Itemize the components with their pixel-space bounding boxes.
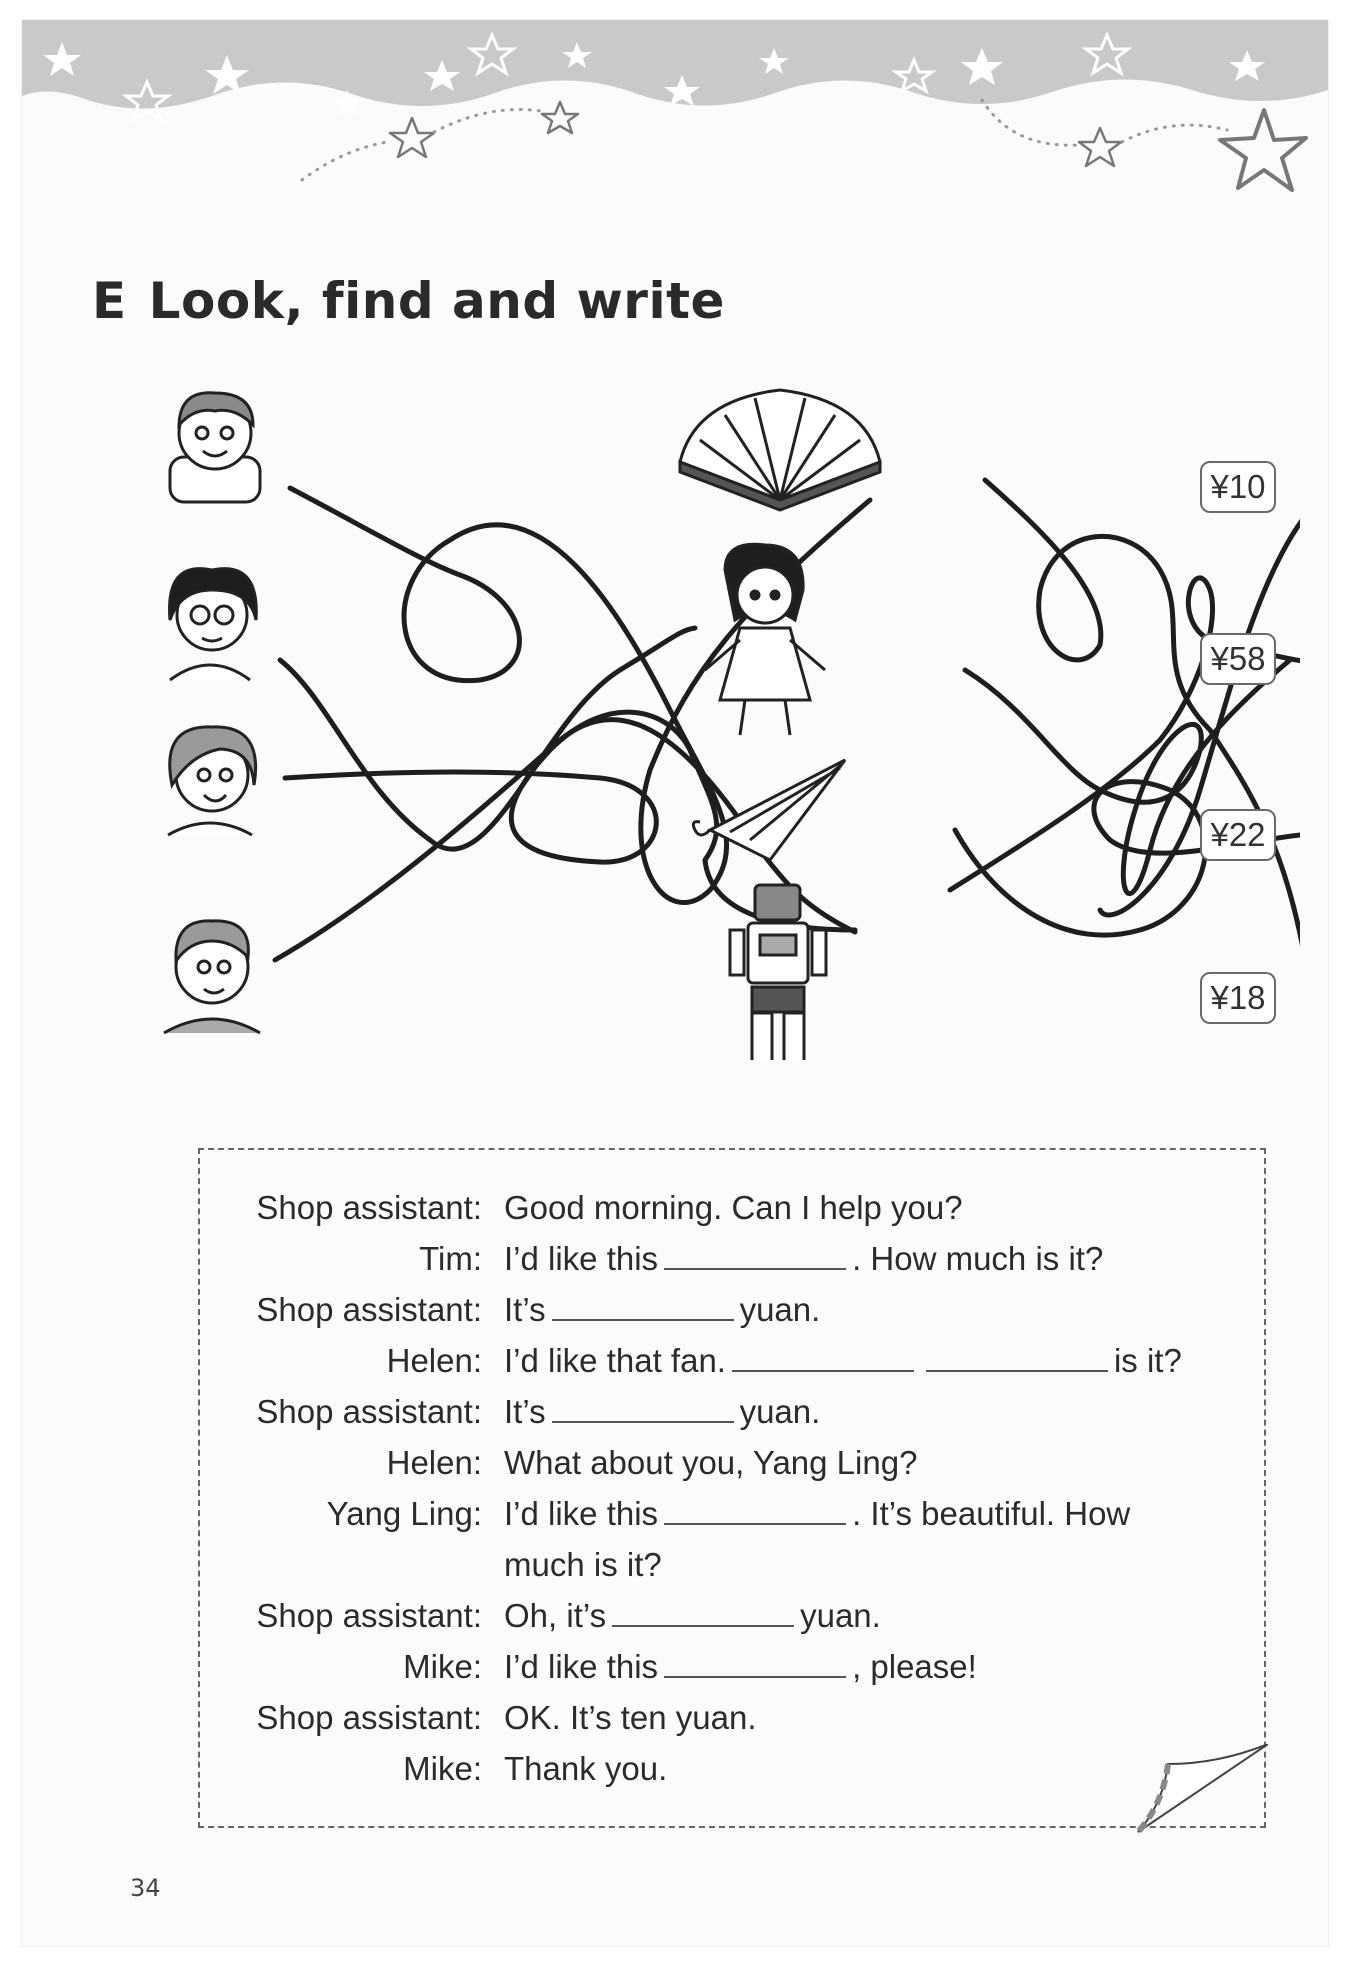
dialog-speaker: Shop assistant:: [256, 1291, 482, 1328]
star-banner: [22, 20, 1328, 192]
dialog-speaker: Tim:: [419, 1240, 482, 1277]
dialog-line: Good morning. Can I help you?: [504, 1182, 1256, 1233]
dialog-text: is it?: [1113, 1342, 1182, 1379]
dialog-text: yuan.: [739, 1291, 821, 1328]
dialog-row: Helen: I’d like that fan. is it?: [226, 1335, 1256, 1386]
dialog-line: I’d like that fan. is it?: [504, 1335, 1256, 1386]
dialog-row: Yang Ling: I’d like this . It’s beautiful.…: [226, 1488, 1256, 1539]
answer-blank[interactable]: [925, 1340, 1108, 1372]
dialog-text: I’d like this: [504, 1648, 659, 1685]
dialog-row: Tim: I’d like this . How much is it?: [226, 1233, 1256, 1284]
dialog-speaker: Yang Ling:: [326, 1495, 482, 1532]
maze-illustration: [163, 388, 1300, 1060]
robot-icon: [728, 883, 828, 1060]
dialog-line: Thank you.: [504, 1743, 1256, 1794]
maze-line-9: [1097, 518, 1300, 918]
dialog-text: yuan.: [739, 1393, 821, 1430]
answer-blank[interactable]: [664, 1493, 847, 1525]
dialog-row: Mike: I’d like this , please!: [226, 1641, 1256, 1692]
dialog-speaker: Helen:: [386, 1444, 482, 1481]
section-letter: E: [92, 272, 127, 330]
dialog-text: I’d like this: [504, 1495, 659, 1532]
dialog-line: much is it?: [504, 1539, 1256, 1590]
section-title-text: Look, find and write: [148, 272, 725, 330]
dialog-text: OK. It’s ten yuan.: [504, 1699, 757, 1736]
dialog-text: . How much is it?: [852, 1240, 1104, 1277]
answer-blank[interactable]: [731, 1340, 914, 1372]
dialog-row: Shop assistant: Good morning. Can I help …: [226, 1182, 1256, 1233]
dialog-box: Shop assistant: Good morning. Can I help …: [198, 1148, 1266, 1828]
dialog-row: Shop assistant: OK. It’s ten yuan.: [226, 1692, 1256, 1743]
answer-blank[interactable]: [664, 1238, 847, 1270]
maze-line-7: [952, 779, 1300, 938]
maze-line-3: [282, 709, 858, 933]
dialog-row: Helen: What about you, Yang Ling?: [226, 1437, 1256, 1488]
dialog-text: It’s: [504, 1291, 546, 1328]
answer-blank[interactable]: [664, 1646, 847, 1678]
dialog-text: , please!: [852, 1648, 977, 1685]
dialog-speaker: Mike:: [403, 1648, 482, 1685]
dialog-speaker: Shop assistant:: [256, 1699, 482, 1736]
dialog-text: I’d like this: [504, 1240, 659, 1277]
price-tag-18: ¥18: [1200, 972, 1276, 1024]
price-tag-10: ¥10: [1200, 461, 1276, 513]
answer-blank[interactable]: [551, 1391, 734, 1423]
dialog-line: It’s yuan.: [504, 1386, 1256, 1437]
dialog-row: Mike: Thank you.: [226, 1743, 1256, 1794]
dialog-row: Shop assistant: It’s yuan.: [226, 1284, 1256, 1335]
answer-blank[interactable]: [551, 1289, 734, 1321]
dialog-line: I’d like this . It’s beautiful. How: [504, 1488, 1256, 1539]
maze-line-4: [272, 717, 858, 963]
dialog-text: much is it?: [504, 1546, 662, 1583]
maze-line-2: [277, 625, 698, 852]
dialog-text: Thank you.: [504, 1750, 668, 1787]
dialog-line: OK. It’s ten yuan.: [504, 1692, 1256, 1743]
dialog-speaker: Mike:: [403, 1750, 482, 1787]
dialog-text: I’d like that fan.: [504, 1342, 726, 1379]
dialog-text: Good morning. Can I help you?: [504, 1189, 963, 1226]
page-curl-corner: [1135, 1744, 1268, 1834]
dialog-text: It’s: [504, 1393, 546, 1430]
dialog-speaker: Shop assistant:: [256, 1393, 482, 1430]
price-tag-58: ¥58: [1200, 633, 1276, 685]
dialog-row: Shop assistant: It’s yuan.: [226, 1386, 1256, 1437]
girl-glasses-icon: [168, 567, 258, 682]
umbrella-icon: [691, 758, 847, 862]
dialog-text: Oh, it’s: [504, 1597, 607, 1634]
boy-tim-icon: [168, 391, 262, 504]
dialog-line: I’d like this , please!: [504, 1641, 1256, 1692]
doll-icon: [704, 542, 826, 736]
dialog-text: yuan.: [800, 1597, 881, 1634]
price-tag-22: ¥22: [1200, 809, 1276, 861]
dialog-row: much is it?: [226, 1539, 1256, 1590]
dialog-speaker: [226, 1539, 504, 1590]
dialog-speaker: Shop assistant:: [256, 1597, 482, 1634]
maze-line-1: [287, 485, 873, 905]
dialog-row: Shop assistant: Oh, it’s yuan.: [226, 1590, 1256, 1641]
dialog-line: I’d like this . How much is it?: [504, 1233, 1256, 1284]
section-title: E Look, find and write: [92, 272, 725, 330]
maze-line-5: [982, 477, 1300, 946]
fan-icon: [678, 388, 882, 512]
dialog-line: What about you, Yang Ling?: [504, 1437, 1256, 1488]
dialog-line: It’s yuan.: [504, 1284, 1256, 1335]
maze-line-6: [962, 657, 1293, 897]
girl-helen-icon: [167, 725, 258, 837]
answer-blank[interactable]: [612, 1595, 795, 1627]
dialog-speaker: Helen:: [386, 1342, 482, 1379]
dialog-text: What about you, Yang Ling?: [504, 1444, 918, 1481]
page-number: 34: [130, 1874, 161, 1902]
dialog-line: Oh, it’s yuan.: [504, 1590, 1256, 1641]
dialog-speaker: Shop assistant:: [256, 1189, 482, 1226]
dialog-rows: Shop assistant: Good morning. Can I help …: [226, 1182, 1256, 1794]
boy-mike-icon: [163, 919, 261, 1035]
dialog-text: . It’s beautiful. How: [852, 1495, 1131, 1532]
